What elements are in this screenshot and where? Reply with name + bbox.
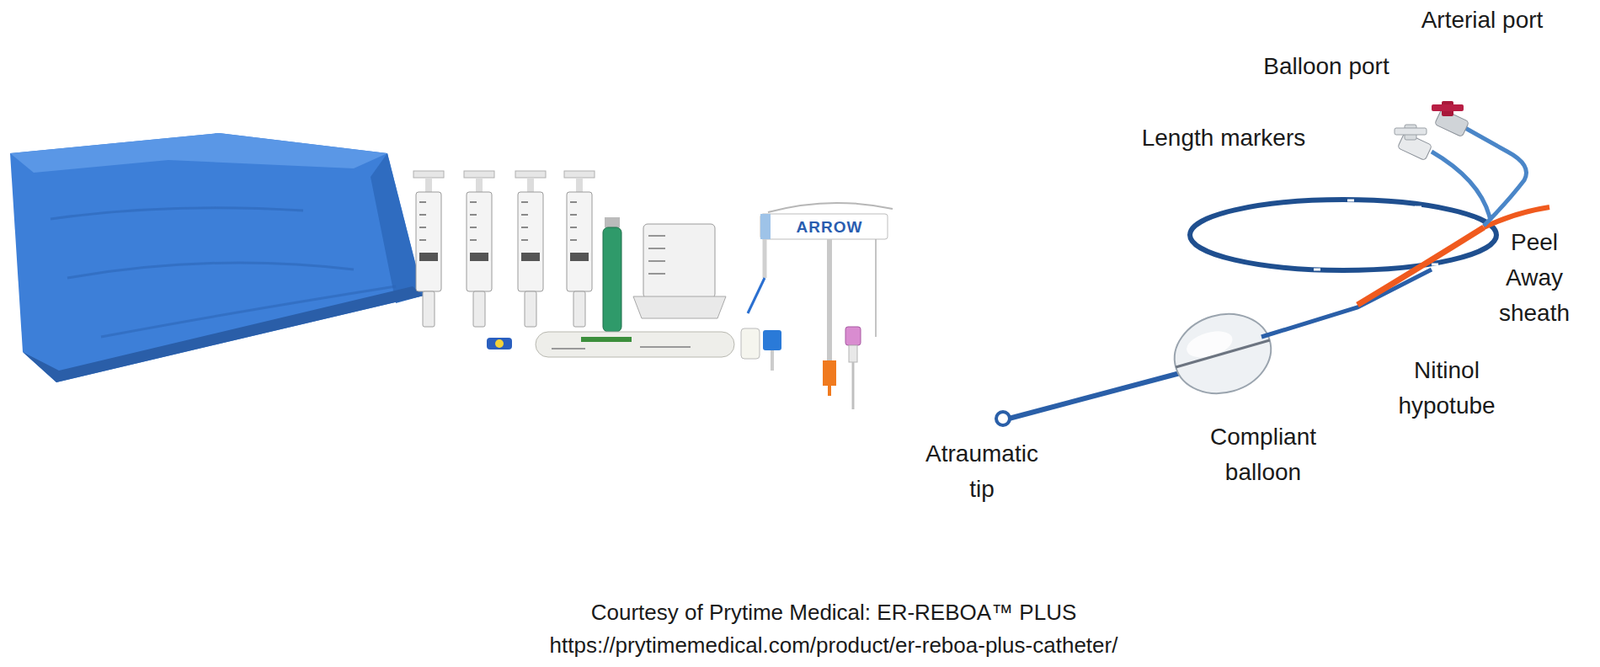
part-label: Peel Away sheath (1488, 224, 1581, 331)
sterile-drape (10, 133, 424, 383)
reboa-catheter (996, 101, 1550, 426)
part-label: Atraumatic tip (914, 436, 1050, 507)
part-label: Balloon port (1263, 48, 1390, 85)
part-label: Length markers (1114, 120, 1334, 156)
caption: Courtesy of Prytime Medical: ER-REBOA™ P… (463, 596, 1205, 662)
part-label: Compliant balloon (1187, 419, 1339, 491)
introducer-needle (845, 326, 861, 410)
suture-pack (535, 331, 735, 358)
part-label: Arterial port (1418, 2, 1546, 38)
scalpel (602, 217, 622, 332)
blue-stopcock (486, 337, 512, 350)
arrow-catheter-kit (741, 202, 893, 396)
large-syringe (633, 224, 726, 319)
brand-text: ARROW (770, 216, 889, 239)
part-label: Nitinol hypotube (1362, 352, 1531, 424)
syringes (413, 170, 595, 327)
